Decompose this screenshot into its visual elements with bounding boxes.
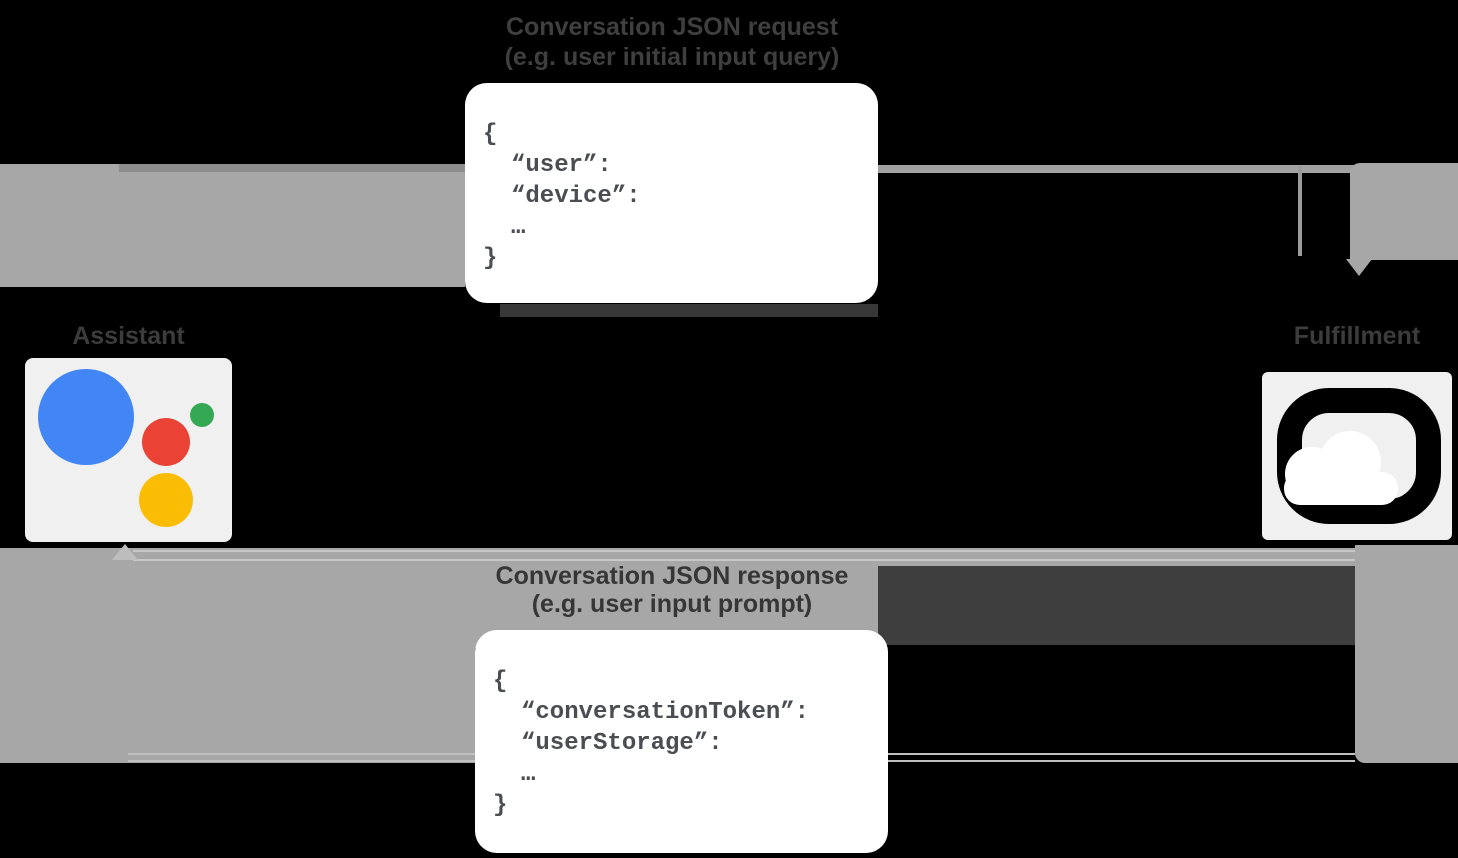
arrowhead-down-icon <box>1346 259 1372 276</box>
response-code-line: “conversationToken”: <box>521 699 810 726</box>
response-code-line: } <box>493 792 508 819</box>
request-code-line: “device”: <box>511 183 641 210</box>
request-title: Conversation JSON request (e.g. user ini… <box>332 12 1012 72</box>
response-title-line2: (e.g. user input prompt) <box>531 590 813 618</box>
assistant-blue-circle <box>38 369 134 465</box>
request-arrow-body-right <box>1350 163 1458 260</box>
request-code-line: } <box>483 245 498 272</box>
response-arrow-body-right <box>1355 545 1458 763</box>
request-arrow-shaft-right <box>878 165 1448 173</box>
request-code-line: … <box>511 214 526 241</box>
response-code-line: … <box>521 761 536 788</box>
assistant-green-circle <box>190 403 214 427</box>
response-json-card: { “conversationToken”: “userStorage”: … … <box>475 630 888 853</box>
request-card-shadow <box>500 304 878 317</box>
response-title-line1: Conversation JSON response <box>495 562 849 590</box>
request-arrow-band-left <box>0 164 465 287</box>
response-shaft-outline-top <box>133 550 1355 552</box>
cloud-shape <box>1284 431 1398 505</box>
request-json-card: { “user”: “device”: … } <box>465 83 878 303</box>
arrowhead-up-icon <box>112 544 138 560</box>
request-arrow-shaft-left <box>119 164 465 172</box>
request-arrow-elbow <box>1298 166 1302 256</box>
response-shaft-outline-bottom <box>133 559 1355 561</box>
assistant-label: Assistant <box>72 322 185 350</box>
cloud-icon <box>1262 372 1452 540</box>
response-code-line: “userStorage”: <box>521 730 723 757</box>
response-arrow-band-rightcenter <box>878 548 1355 566</box>
response-dark-zone <box>878 566 1355 645</box>
assistant-red-circle <box>142 418 190 466</box>
response-code-line: { <box>493 668 508 695</box>
assistant-logo-icon <box>25 358 232 542</box>
response-arrow-band-left <box>0 548 475 763</box>
assistant-yellow-circle <box>139 473 193 527</box>
request-code-line: { <box>483 121 498 148</box>
fulfillment-label: Fulfillment <box>1293 322 1421 350</box>
request-title-line1: Conversation JSON request <box>505 13 839 41</box>
response-title: Conversation JSON response (e.g. user in… <box>332 562 1012 618</box>
request-title-line2: (e.g. user initial input query) <box>504 43 840 71</box>
request-code-line: “user”: <box>511 152 612 179</box>
